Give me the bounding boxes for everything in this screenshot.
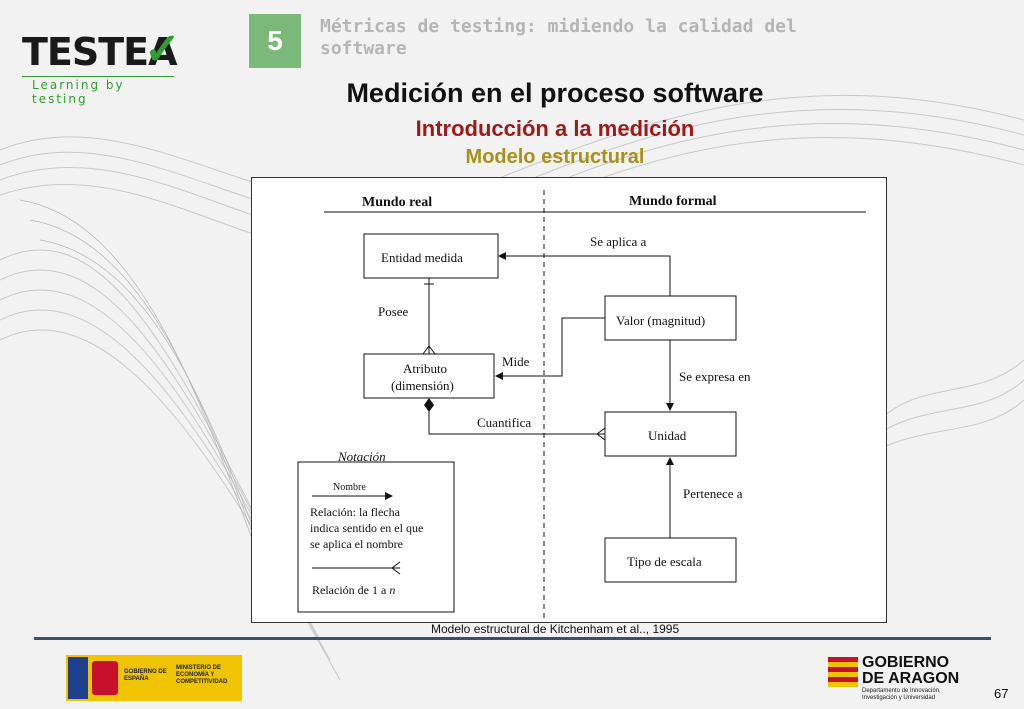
unidad-box: [604, 411, 737, 457]
aragon-dept-line2: Investigación y Universidad: [862, 695, 936, 701]
structural-model-figure: Mundo real Mundo formal Entidad medida A…: [251, 177, 887, 623]
posee-crowfoot: [422, 345, 436, 355]
notacion-text-line1: Relación: la flecha: [310, 505, 401, 519]
page-number: 67: [994, 686, 1009, 701]
mide-label: Mide: [502, 354, 530, 369]
notacion-crowfoot: [391, 561, 401, 575]
se-expresa-en-label: Se expresa en: [679, 369, 751, 384]
section-title: Métricas de testing: midiendo la calidad…: [320, 16, 797, 59]
notacion-nombre: Nombre: [333, 482, 366, 493]
testea-logo: TESTEA ✓ Learning by testing: [22, 24, 182, 106]
gobierno-aragon-logo: GOBIERNO DE ARAGON Departamento de Innov…: [828, 655, 978, 705]
spain-ministerio-text: MINISTERIO DE ECONOMÍA Y COMPETITIVIDAD: [176, 665, 228, 685]
aragon-flag-icon: [828, 657, 858, 687]
notacion-box: [297, 461, 455, 613]
aragon-department: Departamento de Innovación, Investigació…: [862, 688, 941, 702]
se-aplica-a-label: Se aplica a: [590, 234, 647, 249]
valor-label: Valor (magnitud): [616, 313, 705, 328]
check-icon: ✓: [144, 25, 181, 74]
footer-divider: [34, 637, 991, 640]
mide-arrow: [495, 317, 605, 380]
spain-shield-icon: [92, 661, 118, 695]
aragon-dept-line1: Departamento de Innovación,: [862, 688, 941, 694]
entidad-medida-box: [363, 233, 499, 279]
slide-title: Medición en el proceso software: [346, 78, 764, 108]
structural-model-diagram: Mundo real Mundo formal Entidad medida A…: [297, 190, 866, 618]
section-number-badge: 5: [249, 14, 301, 68]
tipo-escala-box: [604, 537, 737, 583]
valor-box: [604, 295, 737, 341]
pertenece-a-label: Pertenece a: [683, 486, 743, 501]
notacion-n: n: [389, 583, 395, 597]
notacion-one-to-n-label: Relación de 1 a: [312, 583, 387, 597]
aragon-name: GOBIERNO DE ARAGON: [862, 655, 959, 687]
eu-flag-icon: [68, 657, 88, 699]
notacion-title: Notación: [337, 449, 386, 464]
aragon-name-line1: GOBIERNO: [862, 654, 950, 671]
gobierno-espana-logo: GOBIERNO DE ESPAÑA MINISTERIO DE ECONOMÍ…: [66, 655, 242, 701]
figure-caption: Modelo estructural de Kitchenham et al..…: [431, 622, 680, 636]
cuantifica-crowfoot: [596, 427, 606, 441]
notacion-text-line2: indica sentido en el que: [310, 521, 423, 535]
logo-divider: [22, 76, 174, 77]
column-header-real: Mundo real: [362, 195, 432, 210]
atributo-label-line1: Atributo: [403, 361, 447, 376]
cuantifica-label: Cuantifica: [477, 415, 531, 430]
aragon-name-line2: DE ARAGON: [862, 670, 960, 687]
entidad-medida-label: Entidad medida: [381, 250, 463, 265]
spain-gobierno-text: GOBIERNO DE ESPAÑA: [124, 669, 167, 682]
slide-subtitle-primary: Introducción a la medición: [415, 116, 695, 141]
tipo-escala-label: Tipo de escala: [627, 554, 702, 569]
column-header-formal: Mundo formal: [629, 194, 717, 209]
notacion-one-to-n-text: Relación de 1 a n: [312, 583, 395, 597]
logo-wordmark: TESTEA: [22, 30, 178, 74]
cuantifica-diamond: [424, 398, 434, 412]
logo-tagline: Learning by testing: [32, 78, 125, 106]
slide-subtitle-secondary: Modelo estructural: [465, 146, 645, 168]
atributo-box: [363, 353, 495, 399]
atributo-label-line2: (dimensión): [391, 378, 454, 393]
posee-label: Posee: [378, 304, 409, 319]
unidad-label: Unidad: [648, 428, 687, 443]
notacion-text-line3: se aplica el nombre: [310, 537, 403, 551]
se-aplica-a-arrow: [498, 252, 671, 296]
